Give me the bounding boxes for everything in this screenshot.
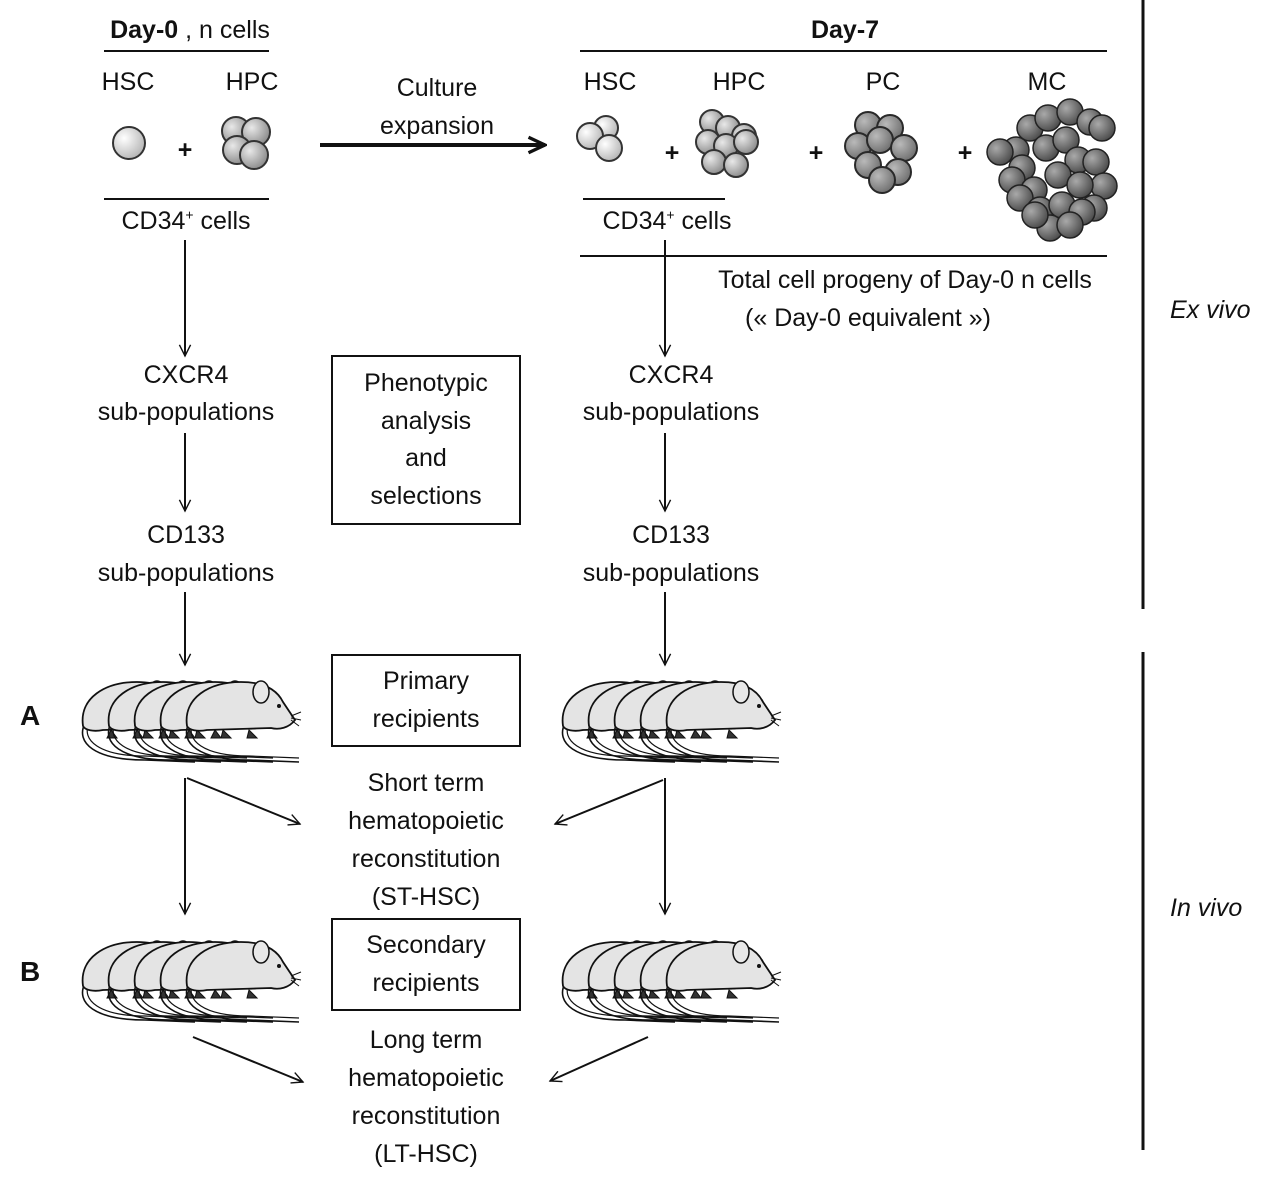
day7-hsc-label: HSC [583, 68, 637, 96]
arrow-left-to-short-term [186, 777, 300, 824]
day7-pc-label: PC [865, 68, 901, 96]
mc-cell-icon [1066, 171, 1094, 199]
day7-hpc-cluster-icon [695, 109, 759, 178]
arrow-left-to-long-term [192, 1036, 303, 1082]
short-term-line2: hematopoietic [348, 807, 504, 835]
arrow-right-to-short-term [555, 779, 664, 824]
mice-group-secondary-day0 [81, 940, 302, 1023]
arrow-right-to-long-term [550, 1036, 649, 1081]
mc-cell-icon [1088, 114, 1116, 142]
total-progeny-line2: (« Day-0 equivalent ») [745, 304, 991, 332]
total-progeny-line1: Total cell progeny of Day-0 n cells [718, 266, 1092, 294]
day7-plus-1: + [664, 139, 680, 167]
culture-label-line2: expansion [380, 112, 494, 140]
day7-hsc-cluster-icon [576, 115, 623, 162]
day0-cd34-sup: + [185, 206, 194, 223]
secondary-recipients-box: Secondary recipients [331, 918, 521, 1011]
day7-cd34-label: CD34+ cells [602, 203, 731, 241]
short-term-line4: (ST-HSC) [371, 883, 481, 911]
mice-group-primary-day0 [81, 680, 302, 763]
day0-title-bold: Day-0 [110, 16, 179, 44]
long-term-line4: (LT-HSC) [374, 1140, 478, 1168]
day7-cd34-sup: + [666, 206, 675, 223]
primary-recipients-text: Primary recipients [372, 667, 480, 733]
day0-hsc-label: HSC [101, 68, 155, 96]
right-cxcr4-line1: CXCR4 [628, 361, 714, 389]
day0-hpc-label: HPC [225, 68, 279, 96]
mouse-icon [665, 680, 782, 763]
mc-cell-icon [1082, 148, 1110, 176]
ex-vivo-label: Ex vivo [1170, 296, 1251, 324]
row-label-a: A [20, 700, 41, 731]
in-vivo-label: In vivo [1170, 894, 1243, 922]
mc-cell-icon [1056, 211, 1084, 239]
short-term-line3: reconstitution [351, 845, 501, 873]
mc-cell-icon [1052, 126, 1080, 154]
day7-hpc-label: HPC [712, 68, 766, 96]
left-cxcr4-line1: CXCR4 [143, 361, 229, 389]
mice-group-primary-day7 [561, 680, 782, 763]
long-term-line2: hematopoietic [348, 1064, 504, 1092]
left-cd133-line1: CD133 [147, 521, 225, 549]
right-cd133-line1: CD133 [632, 521, 710, 549]
mouse-icon [665, 940, 782, 1023]
day0-cd34-rest: cells [193, 207, 251, 235]
left-cd133-line2: sub-populations [97, 559, 275, 587]
day0-plus: + [177, 136, 193, 164]
right-cd133-line2: sub-populations [582, 559, 760, 587]
mc-cell-icon [1021, 201, 1049, 229]
day0-cd34-label: CD34+ cells [121, 203, 250, 241]
day0-hpc-cluster-icon [221, 116, 271, 170]
mouse-icon [185, 680, 302, 763]
day0-cd34-main: CD34 [121, 207, 186, 235]
day0-hsc-cell-icon [112, 126, 146, 160]
day7-plus-3: + [957, 139, 973, 167]
row-label-b: B [20, 956, 41, 987]
day7-mc-cluster-icon [986, 98, 1118, 242]
day7-cd34-rest: cells [674, 207, 732, 235]
secondary-recipients-text: Secondary recipients [366, 931, 486, 997]
left-cxcr4-line2: sub-populations [97, 398, 275, 426]
short-term-line1: Short term [367, 769, 485, 797]
day7-plus-2: + [808, 139, 824, 167]
day7-title: Day-7 [810, 16, 880, 44]
mice-group-secondary-day7 [561, 940, 782, 1023]
mouse-icon [185, 940, 302, 1023]
day7-mc-label: MC [1027, 68, 1067, 96]
long-term-line3: reconstitution [351, 1102, 501, 1130]
culture-label-line1: Culture [396, 74, 478, 102]
day7-cd34-main: CD34 [602, 207, 667, 235]
day0-title-rest: , n cells [178, 16, 270, 44]
phenotypic-analysis-text: Phenotypic analysis and selections [364, 369, 488, 510]
long-term-line1: Long term [369, 1026, 483, 1054]
day7-pc-cluster-icon [844, 111, 918, 194]
primary-recipients-box: Primary recipients [331, 654, 521, 747]
mc-cell-icon [986, 138, 1014, 166]
right-cxcr4-line2: sub-populations [582, 398, 760, 426]
phenotypic-analysis-box: Phenotypic analysis and selections [331, 355, 521, 525]
day0-title: Day-0 , n cells [110, 12, 270, 50]
